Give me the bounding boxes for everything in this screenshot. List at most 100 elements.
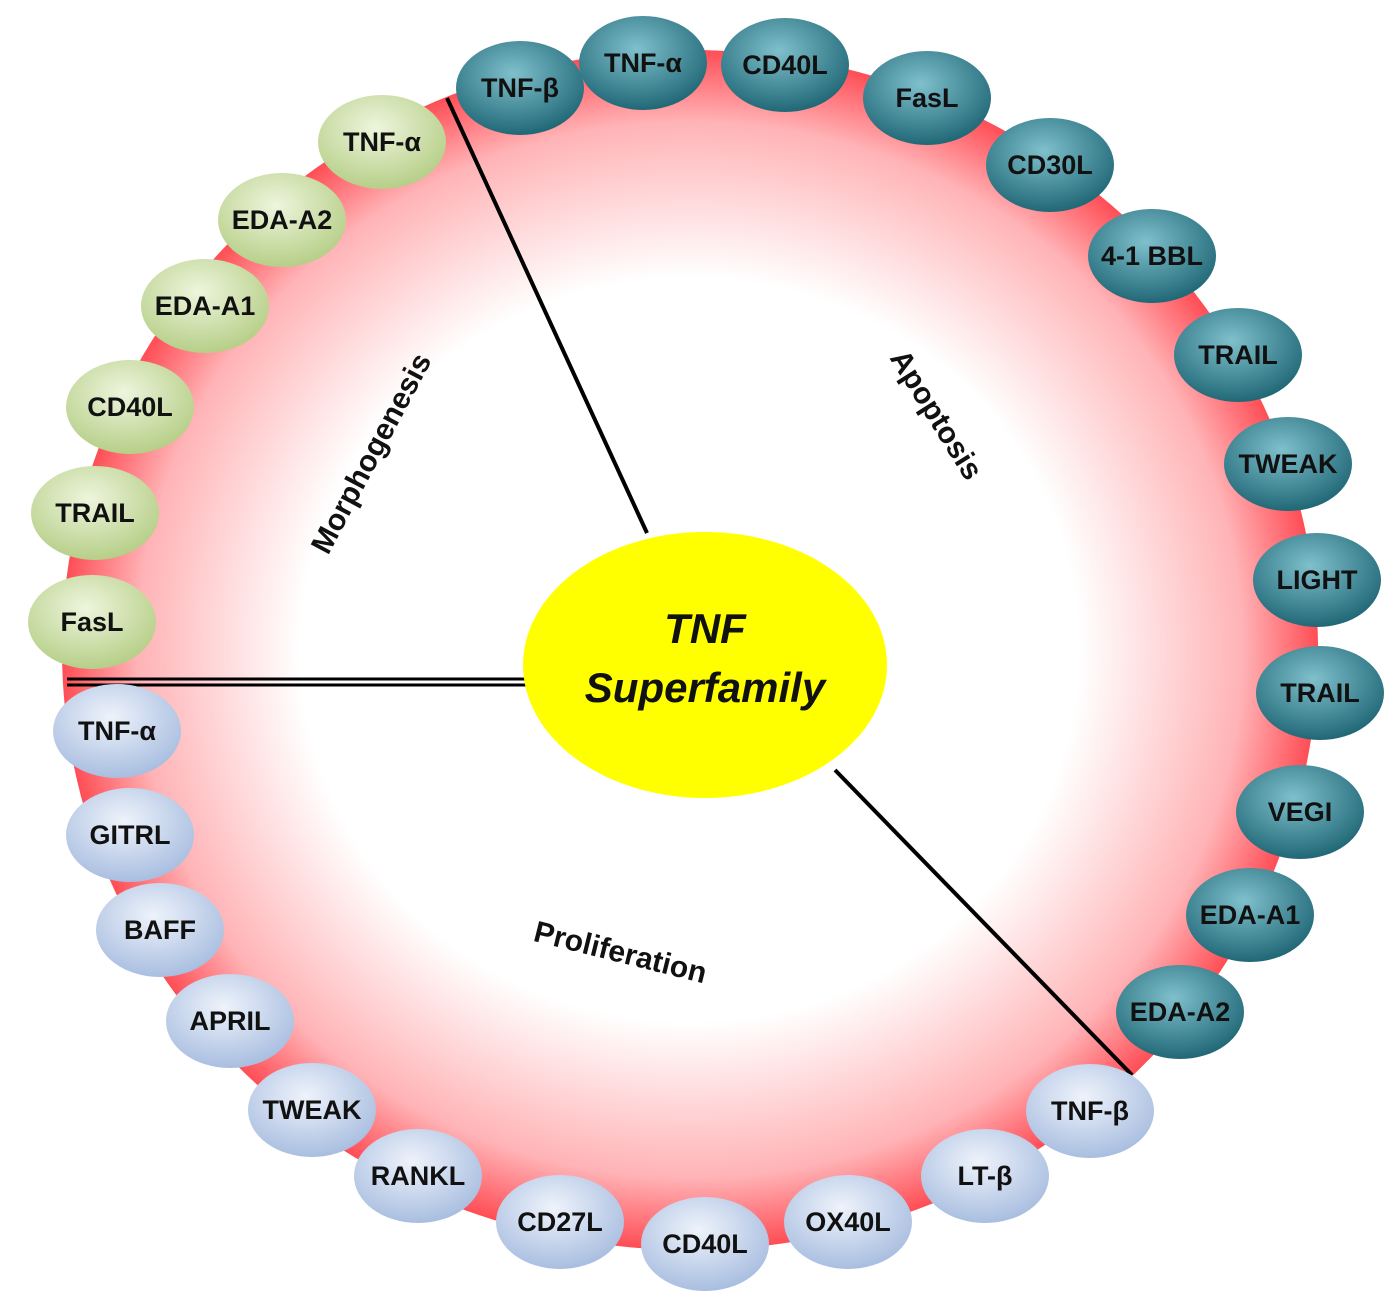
apoptosis-node-ellipse bbox=[863, 51, 991, 145]
proliferation-node: BAFF bbox=[96, 883, 224, 977]
apoptosis-node-ellipse bbox=[456, 41, 584, 135]
apoptosis-node-ellipse bbox=[1116, 965, 1244, 1059]
apoptosis-node-ellipse bbox=[721, 18, 849, 112]
divider-apop-prol bbox=[833, 768, 1134, 1077]
proliferation-node-label: TNF-β bbox=[1051, 1096, 1129, 1126]
proliferation-node: TNF-β bbox=[1026, 1064, 1154, 1158]
apoptosis-node: TNF-β bbox=[456, 41, 584, 135]
morphogenesis-node-label: TRAIL bbox=[55, 498, 134, 528]
proliferation-node: CD40L bbox=[641, 1197, 769, 1291]
proliferation-node-ellipse bbox=[641, 1197, 769, 1291]
center-title-line2: Superfamily bbox=[585, 664, 828, 711]
divider-morph-apop bbox=[445, 97, 649, 534]
proliferation-node-label: OX40L bbox=[805, 1207, 891, 1237]
proliferation-node: APRIL bbox=[166, 974, 294, 1068]
proliferation-node-ellipse bbox=[53, 684, 181, 778]
apoptosis-node-ellipse bbox=[1174, 308, 1302, 402]
proliferation-node-ellipse bbox=[354, 1129, 482, 1223]
proliferation-node: TWEAK bbox=[248, 1063, 376, 1157]
morphogenesis-node-ellipse bbox=[318, 95, 446, 189]
morphogenesis-node-ellipse bbox=[218, 173, 346, 267]
apoptosis-node-ellipse bbox=[986, 118, 1114, 212]
apoptosis-node-label: CD30L bbox=[1007, 150, 1093, 180]
morphogenesis-node-ellipse bbox=[141, 259, 269, 353]
proliferation-node-ellipse bbox=[66, 788, 194, 882]
proliferation-node-ellipse bbox=[166, 974, 294, 1068]
apoptosis-node-ellipse bbox=[1236, 765, 1364, 859]
apoptosis-node: 4-1 BBL bbox=[1088, 209, 1216, 303]
apoptosis-node: TRAIL bbox=[1256, 646, 1384, 740]
morphogenesis-node-ellipse bbox=[28, 575, 156, 669]
morphogenesis-node: TRAIL bbox=[31, 466, 159, 560]
apoptosis-node: CD30L bbox=[986, 118, 1114, 212]
proliferation-node-ellipse bbox=[496, 1175, 624, 1269]
proliferation-node-label: APRIL bbox=[190, 1006, 271, 1036]
apoptosis-node-label: LIGHT bbox=[1277, 565, 1358, 595]
apoptosis-node: TWEAK bbox=[1224, 417, 1352, 511]
proliferation-node: GITRL bbox=[66, 788, 194, 882]
center-node: TNF Superfamily bbox=[523, 532, 887, 798]
apoptosis-node-label: TRAIL bbox=[1280, 678, 1359, 708]
center-ellipse bbox=[523, 532, 887, 798]
apoptosis-node: LIGHT bbox=[1253, 533, 1381, 627]
apoptosis-node-label: TWEAK bbox=[1239, 449, 1338, 479]
apoptosis-node-label: EDA-A2 bbox=[1130, 997, 1231, 1027]
proliferation-node-label: CD27L bbox=[517, 1207, 603, 1237]
morphogenesis-node: EDA-A1 bbox=[141, 259, 269, 353]
apoptosis-node-label: 4-1 BBL bbox=[1101, 241, 1203, 271]
proliferation-node-label: TNF-α bbox=[78, 716, 156, 746]
morphogenesis-node-label: TNF-α bbox=[343, 127, 421, 157]
center-title-line1: TNF bbox=[664, 605, 747, 652]
morphogenesis-node-label: CD40L bbox=[87, 392, 173, 422]
apoptosis-node-label: VEGI bbox=[1268, 797, 1333, 827]
apoptosis-node-label: TNF-β bbox=[481, 73, 559, 103]
apoptosis-node-label: FasL bbox=[895, 83, 958, 113]
morphogenesis-node-label: FasL bbox=[60, 607, 123, 637]
apoptosis-node-label: EDA-A1 bbox=[1200, 900, 1301, 930]
morphogenesis-node: CD40L bbox=[66, 360, 194, 454]
apoptosis-nodes: TNF-β TNF-α CD40L FasL CD30L 4-1 BBL TRAIL TWEA… bbox=[456, 16, 1384, 1059]
apoptosis-node-ellipse bbox=[1088, 209, 1216, 303]
proliferation-node-label: GITRL bbox=[90, 820, 171, 850]
proliferation-node-label: LT-β bbox=[958, 1161, 1013, 1191]
proliferation-node-label: TWEAK bbox=[263, 1095, 362, 1125]
apoptosis-node: EDA-A1 bbox=[1186, 868, 1314, 962]
apoptosis-node-ellipse bbox=[579, 16, 707, 110]
morphogenesis-node-label: EDA-A2 bbox=[232, 205, 333, 235]
apoptosis-node: TNF-α bbox=[579, 16, 707, 110]
proliferation-node-label: CD40L bbox=[662, 1229, 748, 1259]
proliferation-node-ellipse bbox=[921, 1129, 1049, 1223]
proliferation-node-ellipse bbox=[248, 1063, 376, 1157]
apoptosis-node-ellipse bbox=[1256, 646, 1384, 740]
apoptosis-node-ellipse bbox=[1224, 417, 1352, 511]
apoptosis-node-label: TNF-α bbox=[604, 48, 682, 78]
apoptosis-node-label: CD40L bbox=[742, 50, 828, 80]
proliferation-node-ellipse bbox=[784, 1175, 912, 1269]
morphogenesis-node-ellipse bbox=[31, 466, 159, 560]
proliferation-node: OX40L bbox=[784, 1175, 912, 1269]
proliferation-node: RANKL bbox=[354, 1129, 482, 1223]
apoptosis-node-ellipse bbox=[1186, 868, 1314, 962]
apoptosis-node: EDA-A2 bbox=[1116, 965, 1244, 1059]
proliferation-node: CD27L bbox=[496, 1175, 624, 1269]
apoptosis-node-ellipse bbox=[1253, 533, 1381, 627]
morphogenesis-node-label: EDA-A1 bbox=[155, 291, 256, 321]
morphogenesis-node: EDA-A2 bbox=[218, 173, 346, 267]
morphogenesis-node-ellipse bbox=[66, 360, 194, 454]
proliferation-node-label: RANKL bbox=[371, 1161, 466, 1191]
morphogenesis-node: TNF-α bbox=[318, 95, 446, 189]
apoptosis-node: VEGI bbox=[1236, 765, 1364, 859]
apoptosis-node: CD40L bbox=[721, 18, 849, 112]
proliferation-node-label: BAFF bbox=[124, 915, 196, 945]
proliferation-node-ellipse bbox=[1026, 1064, 1154, 1158]
morphogenesis-node: FasL bbox=[28, 575, 156, 669]
proliferation-node: LT-β bbox=[921, 1129, 1049, 1223]
proliferation-node: TNF-α bbox=[53, 684, 181, 778]
proliferation-node-ellipse bbox=[96, 883, 224, 977]
apoptosis-node: FasL bbox=[863, 51, 991, 145]
apoptosis-node: TRAIL bbox=[1174, 308, 1302, 402]
apoptosis-node-label: TRAIL bbox=[1198, 340, 1277, 370]
